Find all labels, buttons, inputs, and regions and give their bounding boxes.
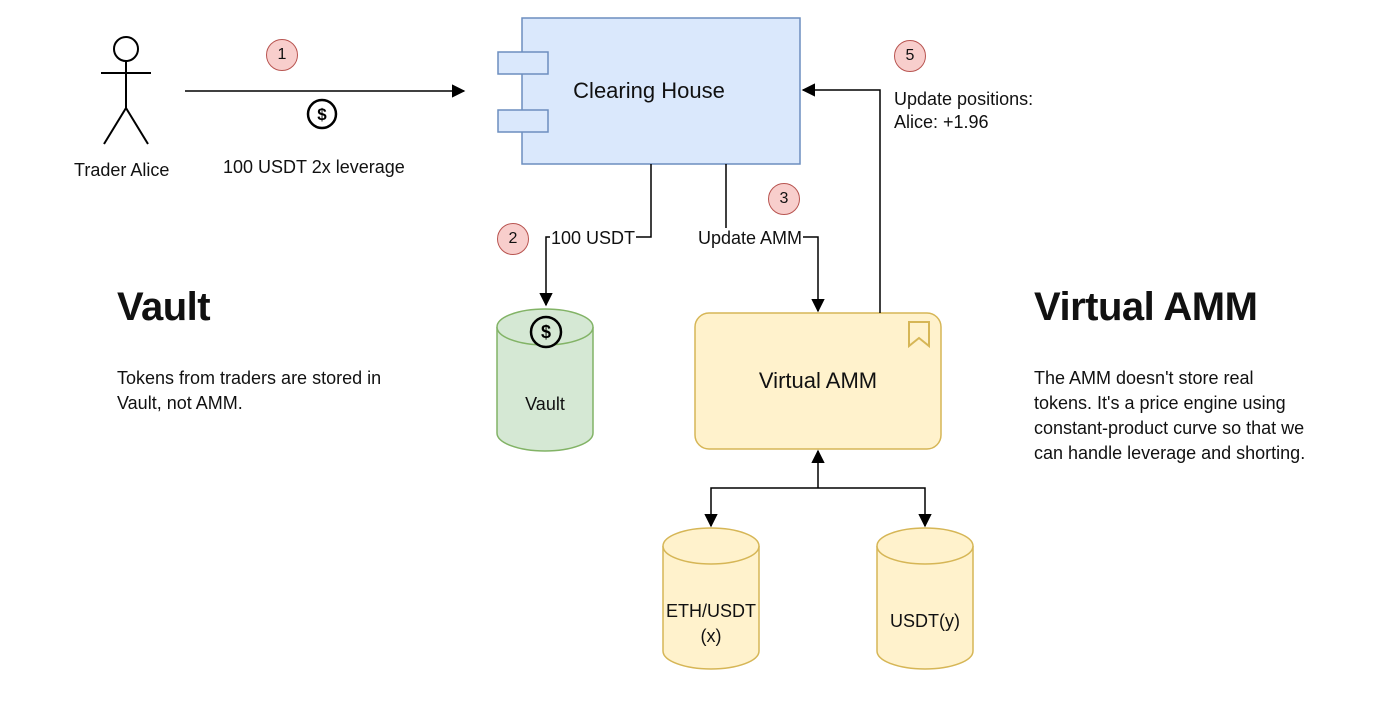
update-positions-line2: Alice: +1.96 — [894, 112, 989, 132]
update-amm-edge-label: Update AMM — [697, 228, 804, 249]
virtual-amm-box — [694, 312, 942, 450]
component-port-top — [497, 51, 549, 75]
edge-amm-to-eth-pool — [704, 487, 818, 528]
virtual-amm-title: Virtual AMM — [758, 368, 878, 393]
eth-usdt-cylinder — [662, 527, 760, 670]
virtual-amm-heading: Virtual AMM — [1034, 285, 1258, 329]
step-badge-5: 5 — [894, 40, 926, 72]
vault-heading: Vault — [117, 285, 211, 329]
clearing-house-title: Clearing House — [573, 78, 725, 103]
usdt-y-cylinder — [876, 527, 974, 670]
virtual-amm-description-line1: The AMM doesn't store real — [1034, 368, 1254, 388]
step-badge-1: 1 — [266, 39, 298, 71]
virtual-amm-description-line3: constant-product curve so that we — [1034, 418, 1305, 438]
trader-label: Trader Alice — [74, 160, 170, 180]
virtual-amm-description-line2: tokens. It's a price engine using — [1034, 393, 1286, 413]
eth-usdt-label-line2: (x) — [700, 626, 722, 646]
edge-amm-to-clearing-house — [801, 83, 881, 313]
virtual-amm-description: The AMM doesn't store real tokens. It's … — [1034, 366, 1305, 466]
eth-usdt-label: ETH/USDT (x) — [663, 599, 759, 649]
edge-amm-to-usdt-pool — [818, 487, 932, 528]
vault-description-line2: Vault, not AMM. — [117, 393, 243, 413]
vault-description-line1: Tokens from traders are stored in — [117, 368, 382, 388]
stick-figure-icon — [101, 36, 151, 145]
eth-usdt-label-line1: ETH/USDT — [666, 601, 756, 621]
vault-dollar-icon: $ — [529, 315, 563, 349]
bookmark-icon — [908, 321, 930, 349]
update-positions-line1: Update positions: — [894, 89, 1034, 109]
component-port-bottom — [497, 109, 549, 133]
virtual-amm-description-line4: can handle leverage and shorting. — [1034, 443, 1306, 463]
vault-edge-label: 100 USDT — [550, 228, 637, 249]
step-badge-3: 3 — [768, 183, 800, 215]
svg-text:$: $ — [541, 322, 551, 342]
vault-cylinder-label: Vault — [525, 393, 565, 414]
step-badge-2: 2 — [497, 223, 529, 255]
clearing-house-box — [497, 17, 801, 165]
usdt-y-label: USDT(y) — [890, 610, 960, 631]
dollar-coin-icon: $ — [306, 98, 338, 130]
svg-text:$: $ — [317, 105, 327, 124]
deposit-edge-label: 100 USDT 2x leverage — [223, 157, 405, 177]
vault-description: Tokens from traders are stored in Vault,… — [117, 366, 381, 416]
update-positions-label: Update positions: Alice: +1.96 — [894, 88, 1033, 134]
